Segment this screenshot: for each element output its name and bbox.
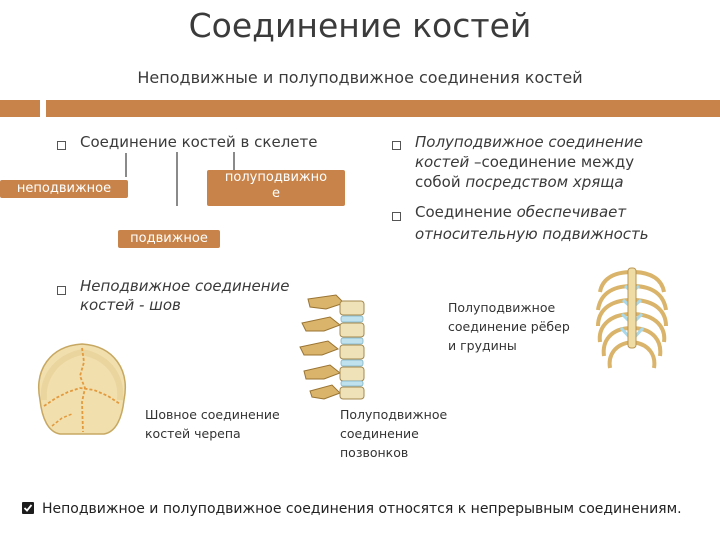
ribcage-image — [596, 267, 668, 369]
right-bullet1-line1: Полуподвижное соединение — [415, 133, 643, 151]
spine-image — [299, 294, 365, 400]
caption-spine-line1: Полуподвижное — [340, 407, 448, 422]
right-bullet2-line2: относительную подвижность — [415, 225, 649, 243]
caption-spine-line2: соединение — [340, 426, 419, 441]
caption-skull-line1: Шовное соединение — [145, 407, 280, 422]
right-bullet1-line3: собой посредством хряща — [415, 173, 624, 191]
caption-ribs-line2: соединение рёбер — [448, 319, 570, 334]
pill-semi-line2: е — [272, 186, 280, 201]
pill-fixed: неподвижное — [0, 180, 128, 198]
page-title: Соединение костей — [188, 6, 532, 45]
bullet-fixed-joint-line1: Неподвижное соединение — [80, 277, 290, 295]
caption-skull-line2: костей черепа — [145, 426, 241, 441]
pill-mobile: подвижное — [118, 230, 220, 248]
footer-text: Неподвижное и полуподвижное соединения о… — [42, 501, 682, 517]
caption-ribs-line1: Полуподвижное — [448, 300, 556, 315]
accent-bar-left — [0, 100, 40, 117]
right-bullet1-line2: костей –соединение между — [415, 153, 635, 171]
connector-line — [233, 152, 235, 174]
bullet-icon — [392, 141, 401, 150]
pill-semi-line1: полуподвижно — [224, 170, 328, 185]
accent-bar-right — [46, 100, 720, 117]
bullet-fixed-joint-line2: костей - шов — [80, 296, 181, 314]
caption-ribs-line3: и грудины — [448, 338, 517, 353]
pill-semi-mobile: полуподвижно е — [207, 170, 345, 206]
skull-image — [38, 343, 126, 435]
page-subtitle: Неподвижные и полуподвижное соединения к… — [137, 68, 583, 87]
bullet-icon — [57, 286, 66, 295]
connector-line — [125, 153, 127, 177]
bullet-skeleton-joints: Соединение костей в скелете — [80, 133, 318, 151]
caption-spine-line3: позвонков — [340, 445, 409, 460]
bullet-icon — [57, 141, 66, 150]
checkbox-icon — [22, 502, 34, 514]
right-bullet2-line1: Соединение обеспечивает — [415, 203, 627, 221]
bullet-icon — [392, 212, 401, 221]
connector-line — [176, 152, 178, 206]
